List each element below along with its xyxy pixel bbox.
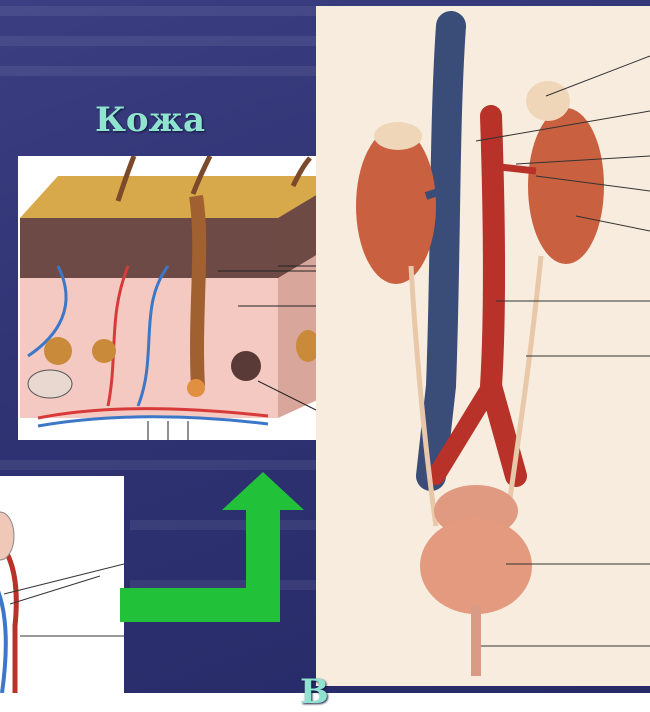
adrenal-gland	[374, 122, 422, 150]
hair-follicle	[196, 196, 199, 386]
background-stripe	[0, 460, 320, 470]
label-line	[546, 56, 650, 96]
ureter	[506, 256, 541, 526]
background-stripe	[0, 36, 320, 46]
urethra	[471, 606, 481, 676]
skin-title: Кожа	[95, 100, 205, 140]
vena-cava	[431, 26, 451, 476]
body-diagram	[0, 476, 124, 693]
gland	[44, 337, 72, 365]
left-kidney	[356, 128, 436, 284]
pacinian-corpuscle	[28, 370, 72, 398]
label-line	[4, 564, 124, 594]
renal-artery	[491, 166, 536, 171]
urinary-system-title: В	[300, 672, 329, 712]
up-arrow-icon	[118, 470, 308, 630]
blood-vessel	[38, 417, 268, 426]
hair-bulb	[187, 379, 205, 397]
adrenal-gland	[526, 81, 570, 121]
skin-diagram	[18, 156, 348, 440]
background-stripe	[0, 6, 320, 16]
body-part	[0, 512, 14, 560]
urinary-bladder	[420, 518, 532, 614]
urinary-system-diagram	[316, 6, 650, 686]
background-stripe	[0, 66, 320, 76]
sweat-gland	[231, 351, 261, 381]
right-kidney	[528, 108, 604, 264]
label-line	[10, 576, 100, 604]
gland	[92, 339, 116, 363]
